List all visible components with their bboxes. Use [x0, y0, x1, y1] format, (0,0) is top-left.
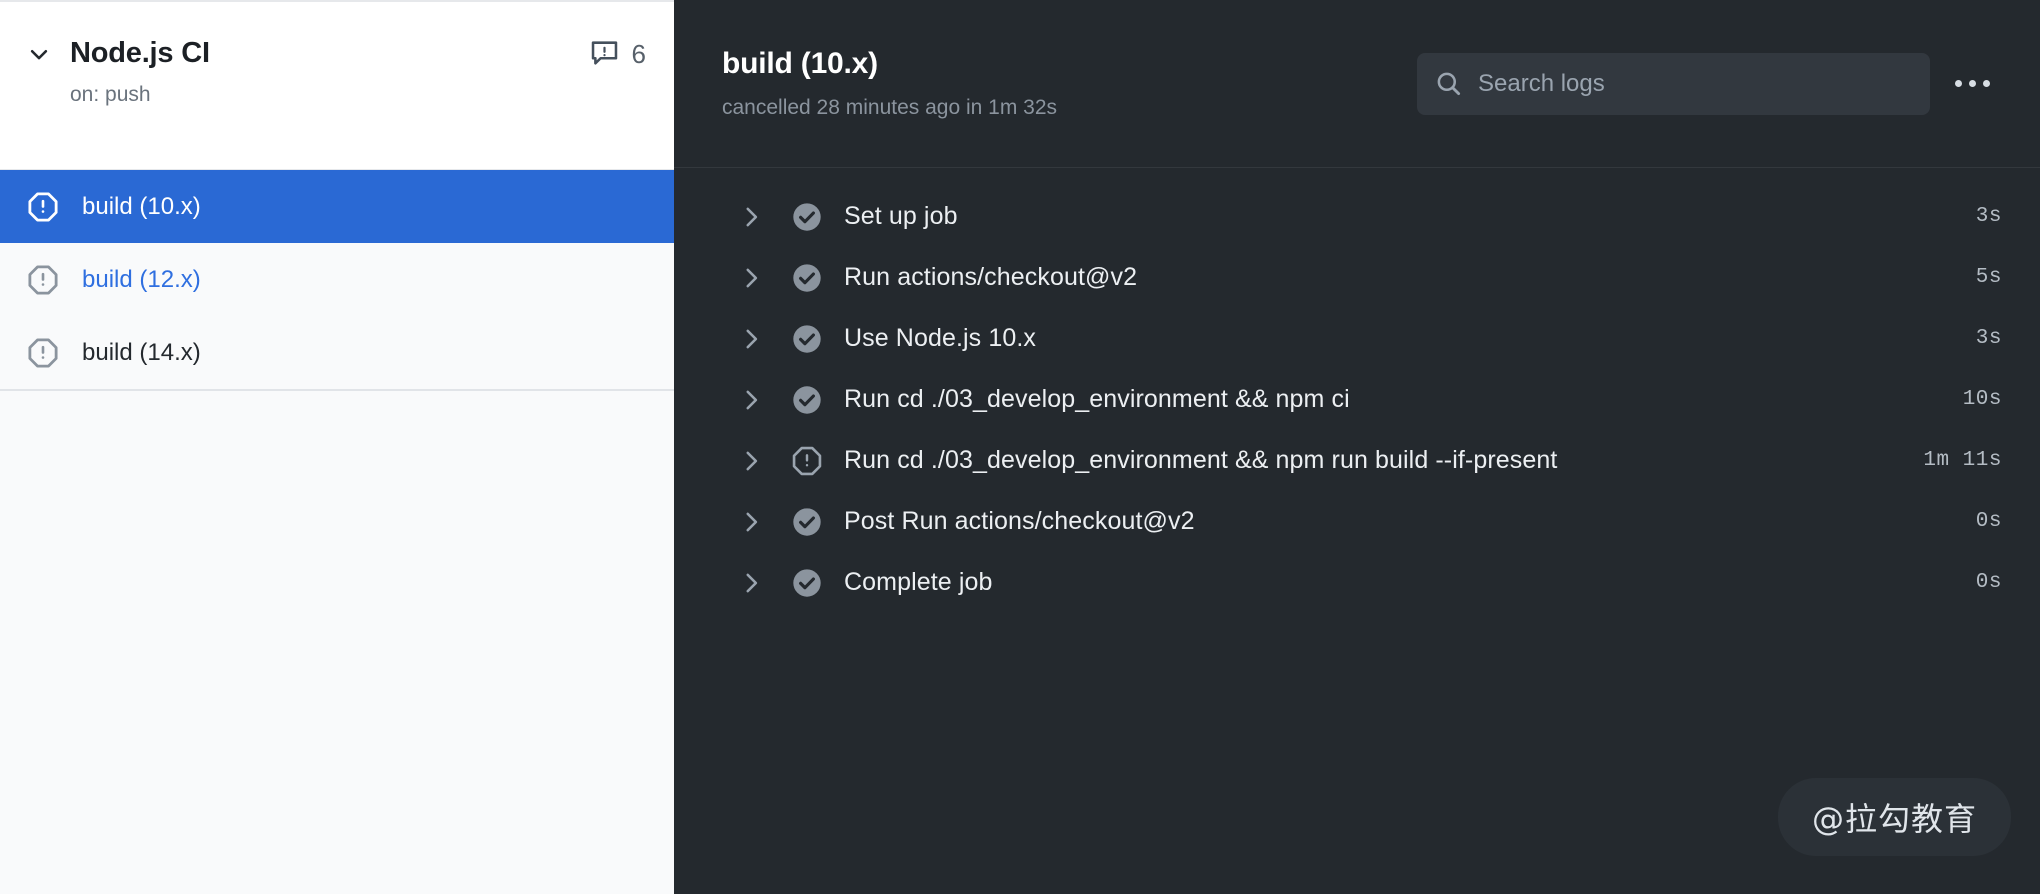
jobs-sidebar: Node.js CI 6 on: push: [0, 0, 674, 894]
log-panel: build (10.x) cancelled 28 minutes ago in…: [674, 0, 2040, 894]
check-circle-icon: [793, 385, 821, 414]
step-name: Run cd ./03_develop_environment && npm c…: [844, 385, 1350, 413]
kebab-dot: [1982, 80, 1990, 87]
check-circle-icon: [793, 568, 821, 597]
workflow-trigger: on: push: [70, 82, 151, 106]
workflow-title-row: Node.js CI 6: [28, 37, 646, 70]
chevron-right-icon[interactable]: [738, 570, 764, 596]
octagon-alert-icon: [28, 191, 58, 222]
chevron-right-icon[interactable]: [738, 265, 764, 291]
check-circle-icon: [793, 263, 821, 292]
kebab-dot: [1968, 80, 1976, 87]
step-duration: 0s: [1975, 571, 2002, 594]
step-name: Run actions/checkout@v2: [844, 263, 1138, 291]
check-circle-icon: [793, 507, 821, 536]
log-header-text: build (10.x) cancelled 28 minutes ago in…: [722, 47, 1057, 121]
step-name: Run cd ./03_develop_environment && npm r…: [844, 446, 1558, 474]
kebab-dot: [1954, 80, 1962, 87]
check-circle-icon: [793, 324, 821, 353]
job-status-meta: cancelled 28 minutes ago in 1m 32s: [722, 96, 1058, 120]
step-row[interactable]: Run cd ./03_develop_environment && npm r…: [674, 430, 2040, 491]
job-label: build (10.x): [82, 192, 201, 220]
step-duration: 1m 11s: [1923, 449, 2002, 472]
chevron-right-icon[interactable]: [738, 204, 764, 230]
step-name: Set up job: [844, 202, 958, 230]
annotation-badge[interactable]: 6: [591, 40, 646, 67]
step-row[interactable]: Run actions/checkout@v2 5s: [674, 247, 2040, 308]
job-title: build (10.x): [722, 46, 878, 80]
workflow-title-group[interactable]: Node.js CI: [28, 37, 210, 70]
step-duration: 3s: [1975, 327, 2002, 350]
job-item-build-10x[interactable]: build (10.x): [0, 170, 674, 243]
chevron-right-icon[interactable]: [738, 509, 764, 535]
search-logs-box[interactable]: [1417, 52, 1930, 115]
octagon-alert-icon: [28, 264, 58, 295]
step-row[interactable]: Use Node.js 10.x 3s: [674, 308, 2040, 369]
log-header: build (10.x) cancelled 28 minutes ago in…: [674, 0, 2040, 168]
job-item-build-12x[interactable]: build (12.x): [0, 243, 674, 316]
step-name: Complete job: [844, 568, 993, 596]
workflow-header: Node.js CI 6 on: push: [0, 2, 674, 170]
job-item-build-14x[interactable]: build (14.x): [0, 316, 674, 389]
step-row[interactable]: Complete job 0s: [674, 552, 2040, 613]
job-label: build (14.x): [82, 338, 201, 366]
step-duration: 0s: [1975, 510, 2002, 533]
chevron-down-icon[interactable]: [28, 43, 50, 65]
step-name: Use Node.js 10.x: [844, 324, 1036, 352]
chevron-right-icon[interactable]: [738, 326, 764, 352]
workflow-title: Node.js CI: [70, 37, 210, 69]
chevron-right-icon[interactable]: [738, 387, 764, 413]
overflow-menu-button[interactable]: [1944, 56, 2000, 112]
step-row[interactable]: Post Run actions/checkout@v2 0s: [674, 491, 2040, 552]
step-duration: 3s: [1975, 205, 2002, 228]
watermark-badge: @拉勾教育: [1777, 778, 2011, 856]
octagon-alert-icon: [792, 446, 822, 475]
search-icon: [1437, 72, 1461, 96]
chevron-right-icon[interactable]: [738, 448, 764, 474]
check-circle-icon: [793, 202, 821, 231]
step-row[interactable]: Set up job 3s: [674, 186, 2040, 247]
step-duration: 5s: [1975, 266, 2002, 289]
job-list: build (10.x) build (12.x) build (14.x): [0, 170, 674, 391]
annotation-alert-icon: [591, 41, 617, 65]
job-label: build (12.x): [82, 265, 201, 293]
steps-list: Set up job 3s Run actions/checkout@v2 5s: [674, 168, 2040, 894]
search-input[interactable]: [1478, 69, 1912, 98]
octagon-alert-icon: [28, 337, 58, 368]
step-row[interactable]: Run cd ./03_develop_environment && npm c…: [674, 369, 2040, 430]
step-duration: 10s: [1962, 388, 2002, 411]
annotation-count: 6: [631, 38, 646, 69]
step-name: Post Run actions/checkout@v2: [844, 507, 1195, 535]
